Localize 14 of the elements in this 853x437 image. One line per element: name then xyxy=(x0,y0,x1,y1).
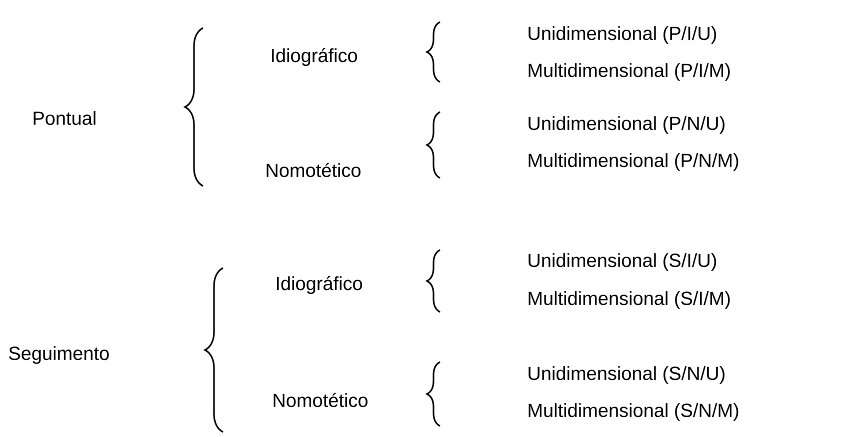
category-label: Multidimensional (S/N/M) xyxy=(528,403,738,421)
category-label: Unidimensional (S/N/U) xyxy=(528,366,724,384)
category-label: Multidimensional (P/N/M) xyxy=(528,153,738,171)
category-label: Seguimento xyxy=(9,346,109,364)
category-label: Unidimensional (P/N/U) xyxy=(528,116,724,134)
category-label: Multidimensional (S/I/M) xyxy=(528,291,730,309)
category-label: Idiográfico xyxy=(276,276,362,294)
category-label: Idiográfico xyxy=(272,48,358,66)
category-label: Nomotético xyxy=(266,162,360,178)
category-label: Pontual xyxy=(34,111,96,125)
category-label: Nomotético xyxy=(274,392,368,408)
category-label: Multidimensional (P/I/M) xyxy=(528,63,730,81)
category-label: Unidimensional (S/I/U) xyxy=(528,253,716,271)
category-label: Unidimensional (P/I/U) xyxy=(528,26,716,44)
